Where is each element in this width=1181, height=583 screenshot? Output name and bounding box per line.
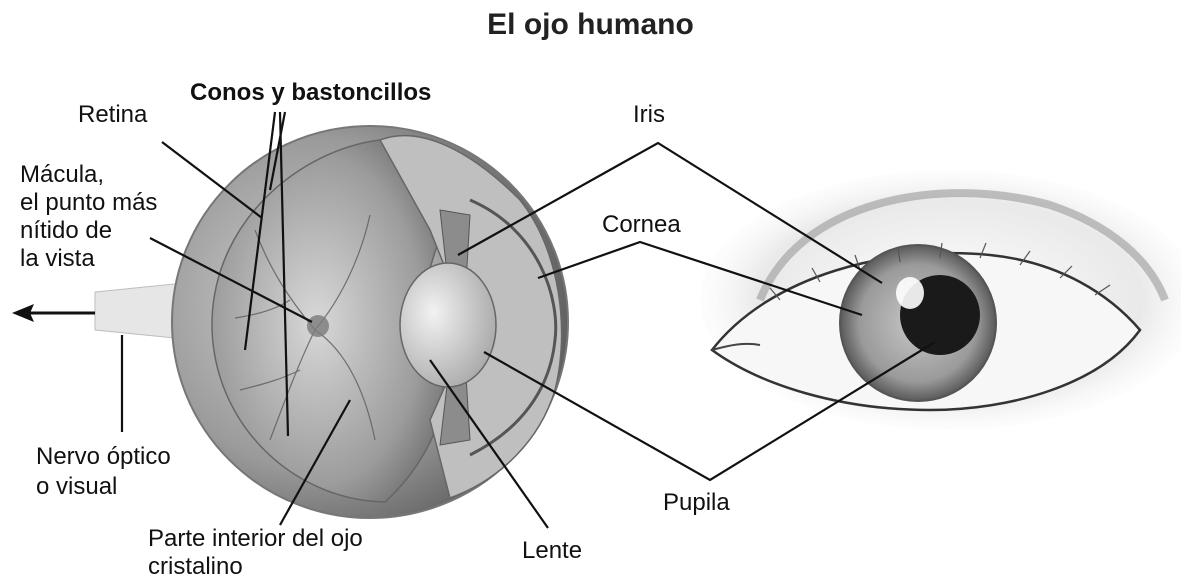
label-lente: Lente	[522, 538, 582, 564]
label-parte-interior-line1: Parte interior del ojo	[148, 526, 363, 552]
label-pupila: Pupila	[663, 490, 730, 516]
macula-spot	[307, 315, 329, 337]
label-macula-line4: la vista	[20, 246, 95, 272]
lens	[400, 263, 496, 387]
label-cornea: Cornea	[602, 212, 681, 238]
label-parte-interior-line2: cristalino	[148, 554, 243, 580]
arrow-left-icon	[12, 304, 95, 322]
label-retina: Retina	[78, 102, 147, 128]
label-conos-bastoncillos: Conos y bastoncillos	[190, 80, 431, 106]
label-nervo-line2: o visual	[36, 474, 117, 500]
label-macula-line2: el punto más	[20, 190, 157, 216]
label-macula-line3: nítido de	[20, 218, 112, 244]
label-macula-line1: Mácula,	[20, 162, 104, 188]
eye-highlight	[896, 277, 924, 309]
label-nervo-line1: Nervo óptico	[36, 444, 171, 470]
label-iris: Iris	[633, 102, 665, 128]
external-eye	[700, 170, 1181, 430]
